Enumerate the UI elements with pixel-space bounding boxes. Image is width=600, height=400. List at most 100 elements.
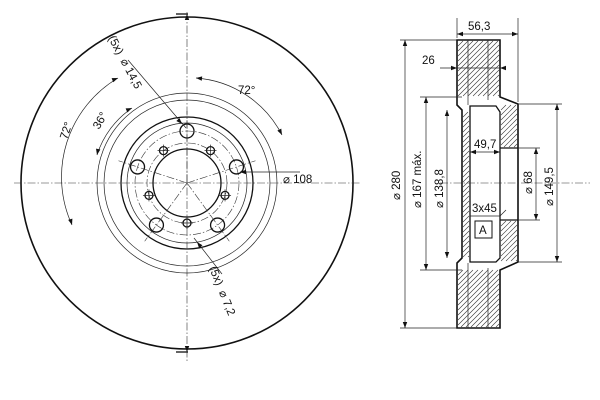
hat-dia-symbol: ⌀ bbox=[434, 201, 446, 208]
bore-outer-dia-dim-arrow-top bbox=[554, 104, 560, 110]
hatch-line bbox=[500, 224, 518, 242]
vent-channel-lines bbox=[467, 40, 489, 328]
hatch-line bbox=[500, 234, 518, 252]
bore-outer-dia-value: 149,5 bbox=[544, 167, 556, 196]
hat-dia-dim-arrow-top bbox=[444, 110, 450, 116]
overall-thickness-arrow-l bbox=[457, 31, 463, 37]
angle-left-arrow-b bbox=[68, 218, 73, 225]
hatch-line bbox=[500, 229, 518, 247]
angle-left-arc bbox=[61, 77, 119, 226]
hatch-line bbox=[457, 283, 500, 326]
hatch-line bbox=[500, 108, 518, 126]
hatch-line bbox=[500, 220, 507, 227]
hatch-line bbox=[462, 210, 470, 218]
hatch-line bbox=[462, 175, 470, 183]
detail-reference-label: A bbox=[479, 225, 487, 237]
chamfer-leader bbox=[499, 209, 507, 217]
effective-dia-symbol: ⌀ bbox=[412, 201, 424, 208]
angle-right-arrow-b bbox=[277, 128, 282, 135]
hatch-line bbox=[495, 323, 500, 328]
pitch-circle-dia: 108 bbox=[293, 174, 312, 186]
bolt-hole bbox=[129, 159, 146, 175]
hatch-line bbox=[462, 170, 470, 178]
hatch-line bbox=[500, 113, 518, 131]
hatch-line bbox=[462, 240, 470, 248]
hatch-line bbox=[462, 250, 470, 258]
bore-edges bbox=[500, 147, 518, 221]
hatch-line bbox=[462, 200, 470, 208]
hatch-line bbox=[462, 59, 500, 97]
effective-dia-dim-arrow-bottom bbox=[423, 264, 429, 270]
hatch-line bbox=[457, 273, 500, 316]
hatch-line bbox=[487, 84, 500, 97]
hatch-line bbox=[465, 293, 500, 328]
hatch-line bbox=[462, 155, 470, 163]
effective-dia-label: ⌀ 167 máx. bbox=[412, 151, 424, 208]
bore-outer-dia-dim-arrow-bottom bbox=[554, 256, 560, 262]
hatch-line bbox=[462, 205, 470, 213]
hatch-line bbox=[457, 269, 494, 306]
hatch-line bbox=[462, 195, 470, 203]
hatch-line bbox=[462, 235, 470, 243]
hatch-line bbox=[462, 111, 469, 118]
hatch-line bbox=[500, 128, 518, 146]
center-bore-dim-arrow-bottom bbox=[533, 214, 539, 220]
hatch-line bbox=[457, 49, 500, 92]
hatch-line bbox=[457, 269, 489, 301]
outer-dia-dim-arrow-bottom bbox=[402, 322, 408, 328]
hatch-line bbox=[457, 278, 500, 321]
disc-section-outline bbox=[456, 39, 519, 329]
bolt-hole bbox=[148, 217, 165, 233]
bolt-hole bbox=[209, 217, 226, 233]
hatch-line bbox=[515, 259, 518, 262]
overall-thickness-label: 56,3 bbox=[468, 21, 490, 33]
hatch-line bbox=[457, 40, 499, 82]
center-bore-symbol: ⌀ bbox=[523, 187, 535, 194]
hatch-line bbox=[485, 313, 500, 328]
hub-height-arrow-r bbox=[494, 149, 500, 155]
hatch-line bbox=[462, 225, 470, 233]
angle-right-arc bbox=[195, 77, 283, 136]
hatch-line bbox=[457, 44, 500, 87]
hatch-line bbox=[472, 69, 500, 97]
hatch-line bbox=[457, 269, 464, 276]
front-view: (5x) ⌀ 14,5 72° 72° 36° ⌀ 108 (5x) ⌀ 7,2 bbox=[14, 12, 360, 362]
hatch-line bbox=[500, 123, 518, 141]
screw-hole-dia: 7,2 bbox=[220, 298, 237, 317]
hatch-line bbox=[462, 140, 470, 148]
hatch-line bbox=[462, 160, 470, 168]
hatch-line bbox=[508, 138, 518, 148]
angle-left-label: 72° bbox=[58, 121, 75, 141]
outer-dia-value: 280 bbox=[391, 171, 403, 190]
bolt-hole-leader-arrow bbox=[176, 118, 182, 124]
hatch-line bbox=[500, 104, 517, 121]
bolt-hole-dia-symbol: ⌀ bbox=[118, 57, 132, 69]
hatch-line bbox=[480, 308, 500, 328]
detail-reference-box bbox=[474, 220, 493, 239]
hatch-line bbox=[457, 40, 484, 67]
hatch-line bbox=[457, 269, 474, 286]
center-bore-label: ⌀ 68 bbox=[523, 171, 535, 194]
bolt-hole-leader bbox=[127, 59, 187, 129]
hatch-line bbox=[462, 215, 470, 223]
hatch-line bbox=[457, 40, 479, 62]
hatch-line bbox=[482, 79, 500, 97]
front-centerlines bbox=[14, 12, 360, 362]
effective-dia-dim-arrow-top bbox=[423, 97, 429, 103]
hatch-line bbox=[462, 185, 470, 193]
hatch-line bbox=[462, 190, 470, 198]
angle-right-arrow-a bbox=[196, 76, 203, 81]
screw-hole-dia-symbol: ⌀ bbox=[216, 289, 230, 300]
hatch-line bbox=[462, 150, 470, 158]
hat-dia-dim-arrow-bottom bbox=[444, 252, 450, 258]
angle-left-arrow-a bbox=[111, 78, 118, 83]
hatch-line bbox=[462, 130, 470, 138]
hatch-line bbox=[457, 269, 499, 311]
disc-thickness-arrow-l bbox=[451, 65, 457, 71]
angle-small-arrow-b bbox=[96, 148, 101, 155]
screw-hole-count: (5x) bbox=[206, 265, 225, 288]
disc-section-body bbox=[440, 39, 590, 329]
section-hatching bbox=[457, 40, 518, 328]
hatch-line bbox=[462, 220, 470, 228]
screw-hole-label: (5x) ⌀ 7,2 bbox=[206, 265, 237, 318]
